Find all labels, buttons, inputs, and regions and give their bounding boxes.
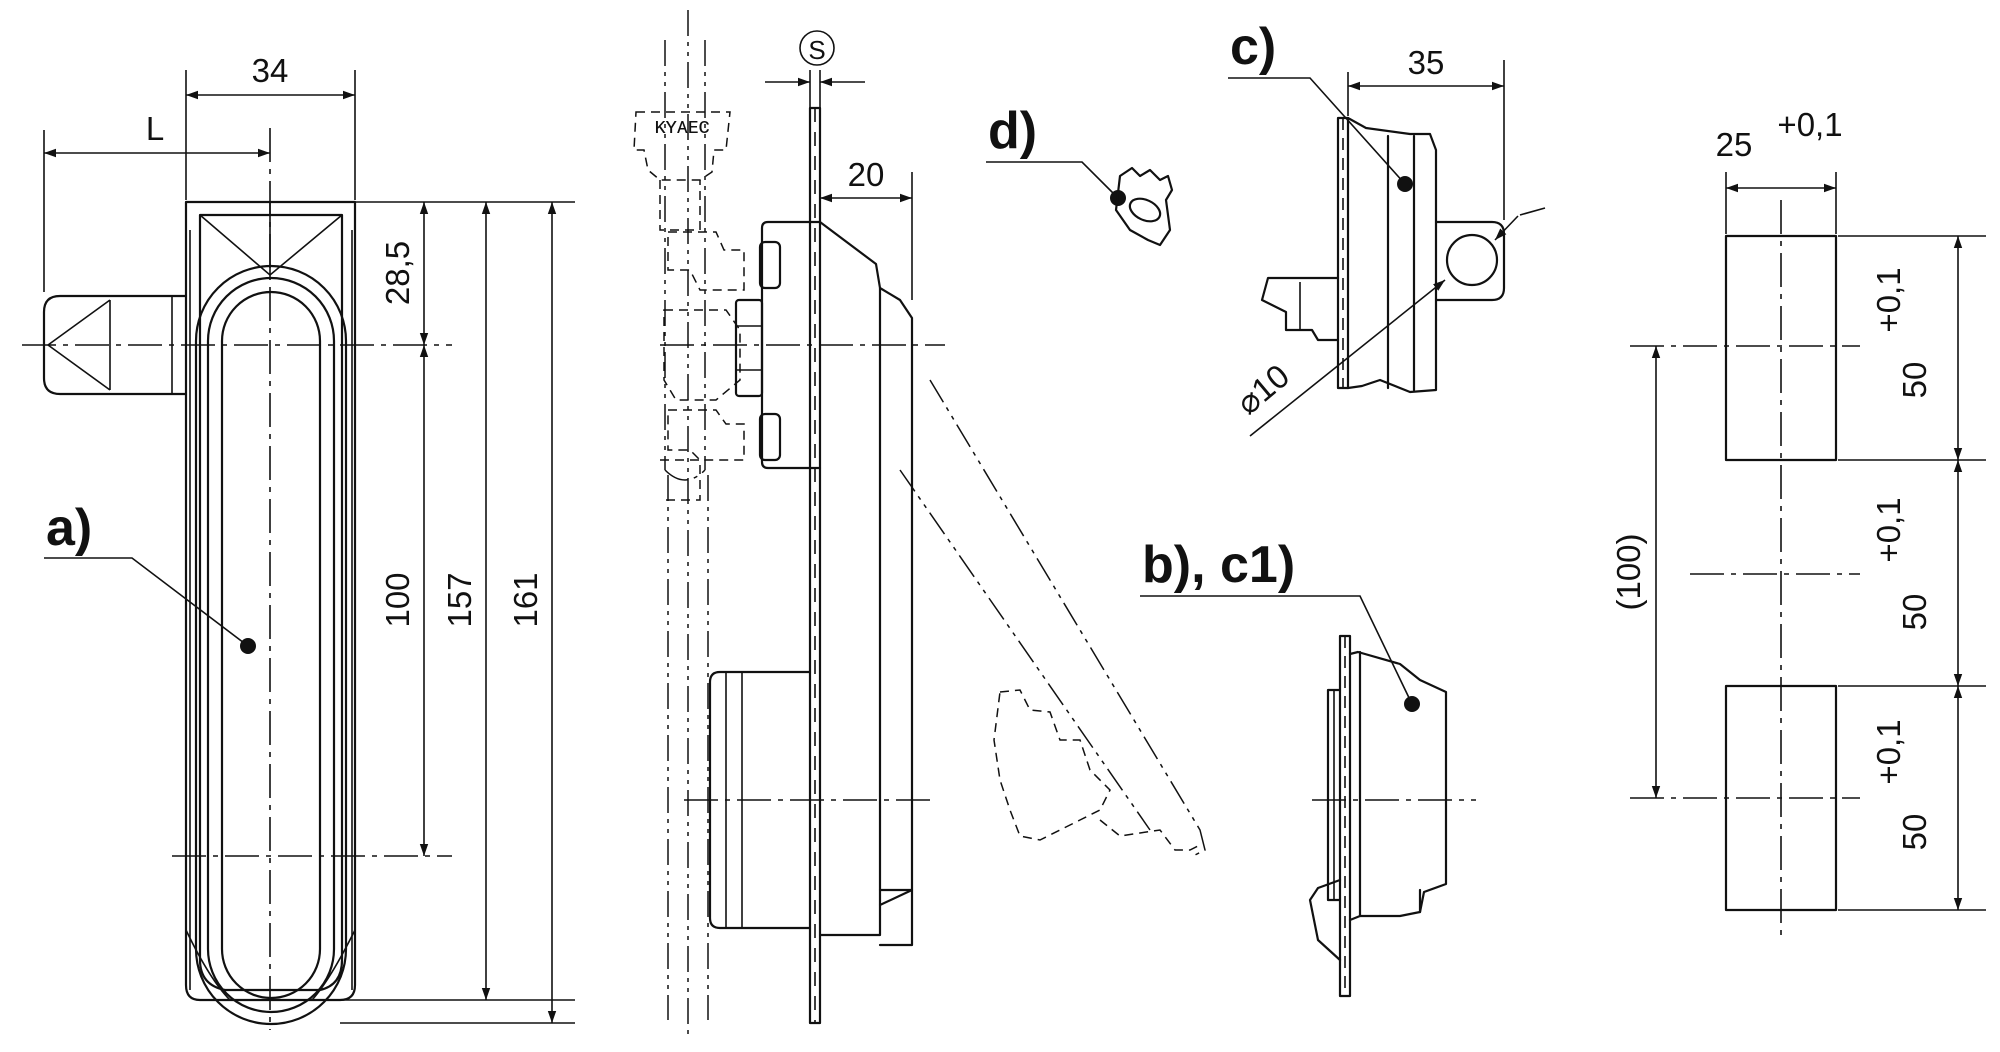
dim-20: 20: [848, 156, 885, 193]
label-b-c1: b), c1): [1142, 536, 1295, 594]
dim-25-tol: +0,1: [1777, 106, 1842, 143]
dim-100: 100: [379, 572, 416, 627]
dim-161: 161: [507, 572, 544, 627]
callout-a: a): [44, 499, 256, 654]
dim-35: 35: [1408, 44, 1445, 81]
label-a: a): [46, 499, 92, 557]
dim-28-5: 28,5: [379, 241, 416, 305]
dim-phi10: ⌀10: [1229, 357, 1296, 422]
grip-inner: [220, 290, 322, 1000]
grip-mid: [206, 276, 336, 1014]
side-dimensions: S 20: [765, 30, 913, 300]
dim-50-c: 50: [1896, 814, 1933, 851]
detail-d: d): [986, 102, 1174, 247]
grip-outer: [194, 264, 348, 1026]
label-d: d): [988, 102, 1037, 160]
dim-50-b-tol: +0,1: [1870, 497, 1907, 562]
svg-text:ᴋʏᴀᴇᴄ: ᴋʏᴀᴇᴄ: [654, 113, 709, 138]
label-c: c): [1230, 18, 1276, 76]
c-body: [1346, 116, 1438, 394]
front-view: [22, 128, 452, 1030]
dim-25: 25: [1716, 126, 1753, 163]
front-dimensions: 34 L 28,5 100 157 161: [43, 52, 575, 1024]
dim-50-a-tol: +0,1: [1870, 267, 1907, 332]
dim-100-ref: (100): [1610, 533, 1647, 610]
dim-34: 34: [252, 52, 289, 89]
dim-L: L: [146, 110, 164, 147]
dim-50-c-tol: +0,1: [1870, 719, 1907, 784]
cam-part: [1114, 166, 1174, 247]
dim-50-a: 50: [1896, 362, 1933, 399]
dim-S: S: [808, 35, 825, 65]
detail-b-c1: b), c1): [1140, 536, 1476, 998]
dim-157: 157: [441, 572, 478, 627]
handle-open-phantom: [899, 379, 1206, 856]
cutout-top: [1724, 234, 1838, 462]
panel-cutout: [1630, 200, 1860, 940]
b-body: [1348, 650, 1448, 922]
dim-50-b: 50: [1896, 594, 1933, 631]
side-view: ᴋʏᴀᴇᴄ: [633, 10, 1206, 1040]
detail-c: c) 35 ⌀10: [1228, 18, 1546, 437]
cutout-dimensions: 25 +0,1 50 +0,1 50 +0,1 50 +0,1 (100): [1610, 106, 1986, 911]
door-phantom: [664, 40, 709, 1020]
